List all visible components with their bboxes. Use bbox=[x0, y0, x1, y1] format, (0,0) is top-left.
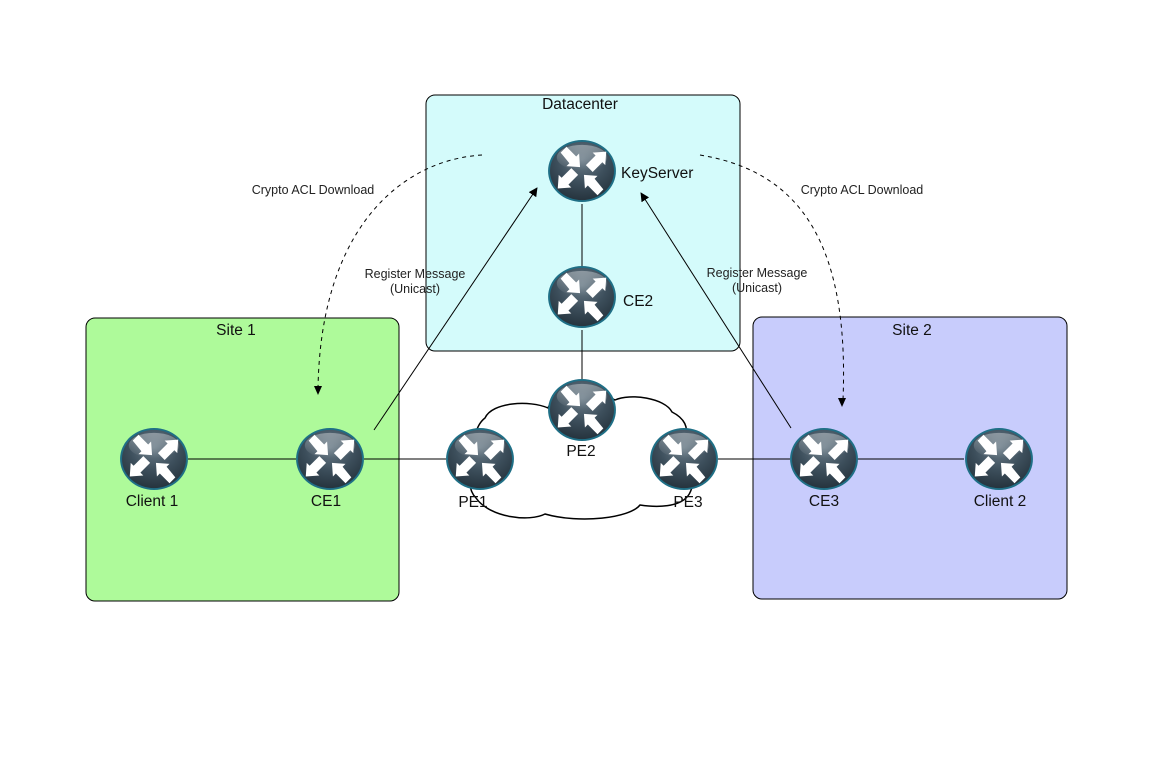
router-icon bbox=[296, 427, 364, 491]
node-label-ce2: CE2 bbox=[623, 293, 653, 310]
acl-right-label: Crypto ACL Download bbox=[801, 183, 924, 197]
node-label-pe1: PE1 bbox=[458, 494, 487, 511]
node-label-pe3: PE3 bbox=[673, 494, 702, 511]
router-icon bbox=[790, 427, 858, 491]
zone-title-site1: Site 1 bbox=[216, 322, 256, 339]
zone-title-site2: Site 2 bbox=[892, 322, 932, 339]
router-icon bbox=[548, 139, 616, 203]
node-client1[interactable]: Client 1 bbox=[120, 427, 188, 510]
flow-register-right: Register Message (Unicast) bbox=[640, 192, 808, 429]
node-pe3[interactable]: PE3 bbox=[650, 427, 718, 511]
node-ce3[interactable]: CE3 bbox=[790, 427, 858, 510]
router-icon bbox=[120, 427, 188, 491]
zone-datacenter: Datacenter bbox=[425, 94, 741, 352]
register-right-label-line2: (Unicast) bbox=[732, 281, 782, 295]
node-label-client2: Client 2 bbox=[974, 493, 1027, 510]
node-label-pe2: PE2 bbox=[566, 443, 595, 460]
register-right-label-line1: Register Message bbox=[707, 266, 808, 280]
flow-register-left: Register Message (Unicast) bbox=[365, 187, 538, 431]
zone-title-datacenter: Datacenter bbox=[542, 96, 618, 113]
zone-site2: Site 2 bbox=[752, 316, 1068, 600]
node-label-ce3: CE3 bbox=[809, 493, 839, 510]
router-icon bbox=[548, 265, 616, 329]
flow-acl-right: Crypto ACL Download bbox=[699, 154, 924, 407]
router-icon bbox=[965, 427, 1033, 491]
acl-left-label: Crypto ACL Download bbox=[252, 183, 375, 197]
router-icon bbox=[446, 427, 514, 491]
node-ce1[interactable]: CE1 bbox=[296, 427, 364, 510]
node-pe1[interactable]: PE1 bbox=[446, 427, 514, 511]
register-left-label-line1: Register Message bbox=[365, 267, 466, 281]
node-label-ce1: CE1 bbox=[311, 493, 341, 510]
router-icon bbox=[548, 378, 616, 442]
node-ce2[interactable]: CE2 bbox=[548, 265, 653, 329]
register-left-label-line2: (Unicast) bbox=[390, 282, 440, 296]
node-keyserver[interactable]: KeyServer bbox=[548, 139, 693, 203]
node-label-client1: Client 1 bbox=[126, 493, 179, 510]
node-client2[interactable]: Client 2 bbox=[965, 427, 1033, 510]
router-icon bbox=[650, 427, 718, 491]
node-pe2[interactable]: PE2 bbox=[548, 378, 616, 460]
flow-acl-left: Crypto ACL Download bbox=[252, 154, 483, 395]
links bbox=[188, 204, 964, 460]
node-label-keyserver: KeyServer bbox=[621, 165, 693, 182]
